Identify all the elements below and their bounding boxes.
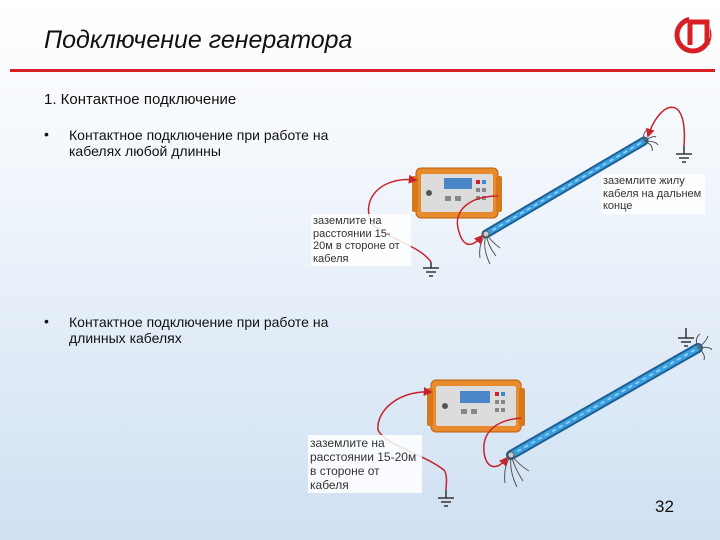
generator-device-icon <box>427 379 525 433</box>
ground-symbol-icon <box>423 262 439 277</box>
ground-symbol-icon <box>676 146 692 163</box>
title-divider <box>10 69 715 72</box>
ground-symbol-icon <box>678 328 694 347</box>
bullet-text-any-length: Контактное подключение при работе на каб… <box>69 127 329 159</box>
note-ground-far-end: заземлите жилу кабеля на дальнем конце <box>601 174 705 214</box>
generator-device-icon <box>412 167 502 219</box>
company-logo-icon <box>674 16 712 54</box>
top-diagram <box>367 106 692 277</box>
section-heading: 1. Контактное подключение <box>44 91 237 108</box>
bullet-marker: • <box>44 313 49 329</box>
page-title: Подключение генератора <box>44 26 353 54</box>
note-ground-distance: заземлите на расстоянии 15-20м в стороне… <box>311 214 411 266</box>
bottom-diagram <box>377 328 713 507</box>
cable <box>506 343 703 460</box>
cable <box>481 136 649 239</box>
ground-symbol-icon <box>438 490 454 507</box>
note-ground-distance: заземлите на расстоянии 15-20м в стороне… <box>308 435 422 493</box>
bullet-marker: • <box>44 126 49 142</box>
bullet-text-long-cables: Контактное подключение при работе на дли… <box>69 314 329 346</box>
page-number: 32 <box>655 497 674 516</box>
